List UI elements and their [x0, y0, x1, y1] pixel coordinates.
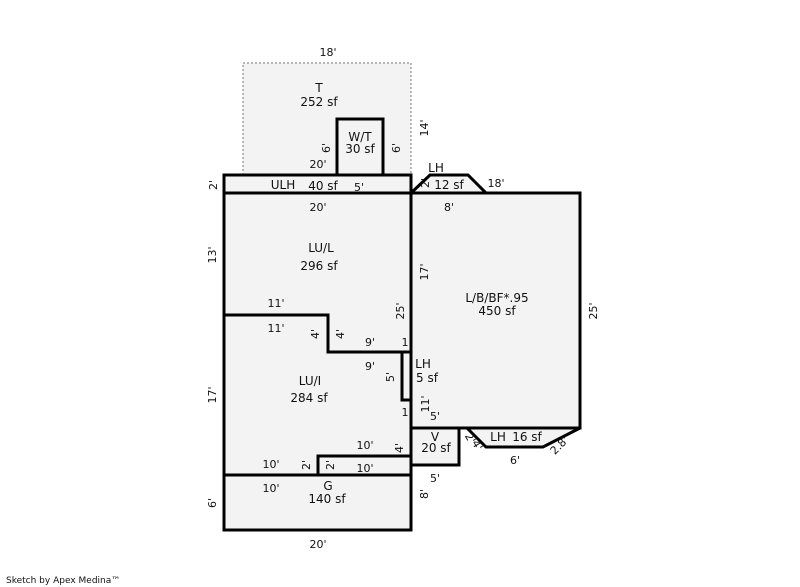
dim-label: 17'	[206, 386, 219, 403]
room-lbf-outline	[409, 191, 582, 430]
dim-label: 8'	[444, 201, 454, 214]
dim-label: 6'	[510, 454, 520, 467]
dim-label: 1	[402, 406, 409, 419]
room-ulh-area: 40 sf	[308, 179, 338, 193]
dim-label: 18'	[487, 177, 504, 190]
dim-label: 9'	[365, 360, 375, 373]
dim-label: 2'	[419, 178, 432, 188]
room-v-area: 20 sf	[421, 441, 451, 455]
dim-label: 17'	[418, 263, 431, 280]
dim-label: 5'	[430, 472, 440, 485]
lul-lui-divider	[224, 313, 411, 354]
room-lul-area: 296 sf	[300, 259, 338, 273]
room-lh-mid-outline	[400, 352, 411, 402]
room-lh-top-area: 12 sf	[434, 178, 464, 192]
room-lh-top-name: LH	[428, 161, 444, 175]
room-lh-mid-area: 5 sf	[416, 371, 439, 385]
dim-label: 20'	[309, 158, 326, 171]
dim-label: 2'	[300, 460, 313, 470]
room-g-outline	[222, 473, 413, 532]
dim-label: 6'	[390, 143, 403, 153]
dim-label: 13'	[206, 246, 219, 263]
dim-label: 25'	[394, 302, 407, 319]
dim-label: 20'	[309, 201, 326, 214]
room-lh-bot-name: LH	[490, 430, 506, 444]
room-lh-bot-outline	[463, 426, 581, 449]
dim-label: 5'	[384, 372, 397, 382]
dim-label: 14'	[418, 119, 431, 136]
room-g-area: 140 sf	[308, 492, 346, 506]
room-wt-area: 30 sf	[345, 142, 375, 156]
dim-label: 25'	[587, 302, 600, 319]
room-lui-area: 284 sf	[290, 391, 328, 405]
dim-label: 10'	[356, 439, 373, 452]
dim-label: 11'	[419, 395, 432, 412]
room-g-name: G	[323, 479, 332, 493]
dim-label: 10'	[262, 458, 279, 471]
room-lbf-area: 450 sf	[478, 304, 516, 318]
room-wt-name: W/T	[348, 130, 372, 144]
dim-label: 9'	[365, 336, 375, 349]
dim-label: 1	[402, 336, 409, 349]
room-v-outline	[409, 426, 461, 467]
dim-label: 4'	[393, 443, 406, 453]
dim-label: 2'	[207, 180, 220, 190]
room-ulh-name: ULH	[271, 178, 296, 192]
room-lh-bot-area: 16 sf	[512, 430, 542, 444]
room-t-area: 252 sf	[300, 95, 338, 109]
sketch-credit: Sketch by Apex Medina™	[6, 576, 120, 586]
dim-label: 4'	[334, 329, 347, 339]
room-lbf-name: L/B/BF*.95	[465, 291, 528, 305]
room-lul-name: LU/L	[308, 241, 334, 255]
dim-label: 2'	[324, 460, 337, 470]
dim-label: 10'	[262, 482, 279, 495]
room-lh-mid-name: LH	[415, 357, 431, 371]
dim-label: 5'	[354, 181, 364, 194]
dim-label: 5'	[430, 410, 440, 423]
dim-label: 6'	[206, 498, 219, 508]
dim-label: 4'	[309, 329, 322, 339]
room-lui-name: LU/I	[299, 374, 321, 388]
dim-label: 18'	[319, 46, 336, 59]
dim-label: 11'	[267, 322, 284, 335]
dim-label: 11'	[267, 297, 284, 310]
dim-label: 10'	[356, 462, 373, 475]
dim-label: 8'	[418, 489, 431, 499]
room-t-name: T	[314, 81, 323, 95]
room-t-outline	[242, 62, 412, 176]
dim-label: 6'	[320, 143, 333, 153]
room-v-name: V	[431, 430, 440, 444]
dim-label: 20'	[309, 538, 326, 551]
